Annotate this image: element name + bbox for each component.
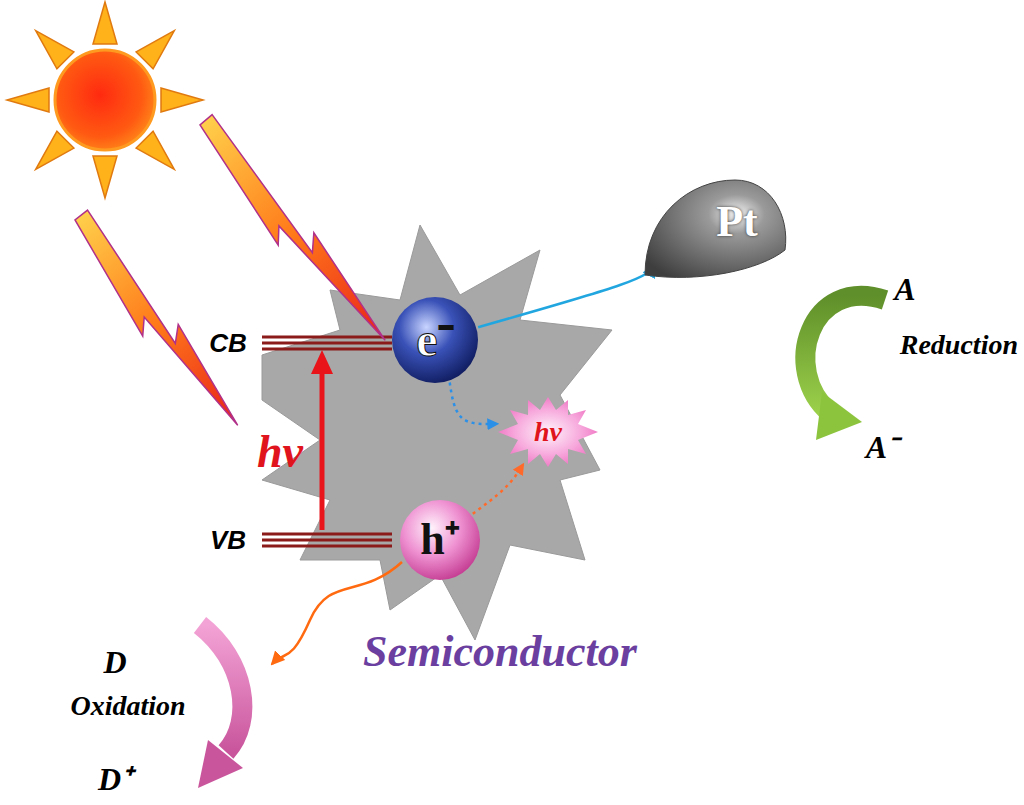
label-holder: hv (257, 427, 303, 478)
label-holder: A⁻ (866, 430, 898, 465)
recombination-arrow (473, 464, 523, 513)
label-holder: CB (209, 329, 247, 358)
label-holder: VB (210, 526, 246, 555)
pt-cocatalyst: Pt (640, 175, 790, 285)
node-label: h⁺ (420, 516, 459, 564)
electron: e⁻ (392, 297, 478, 383)
reduction-arrow (805, 296, 885, 440)
band-label: VB (210, 526, 246, 555)
process-label: Reduction (900, 330, 1018, 361)
photon-label: hv (257, 427, 303, 478)
hole: h⁺ (400, 500, 480, 580)
recombination-arrow (450, 383, 498, 425)
electron-transfer-arrow (478, 265, 654, 327)
light-bolt (60, 115, 397, 438)
excitation-burst (262, 225, 612, 640)
species-label: D (103, 645, 126, 680)
node-label: e⁻ (416, 314, 453, 367)
node-label: hv (534, 417, 562, 448)
node-label: Pt (716, 198, 758, 246)
oxidation-arrow (198, 625, 243, 788)
sun (7, 2, 203, 198)
band-label: CB (209, 329, 247, 358)
label-holder: A (894, 272, 915, 307)
species-label: A⁻ (866, 430, 898, 465)
pt-cocatalyst-shape (640, 175, 790, 285)
node-label: Semiconductor (363, 628, 637, 676)
label-holder: Reduction (900, 330, 1018, 361)
recombination-burst: hv (498, 397, 598, 467)
label-holder: Oxidation (70, 691, 185, 722)
label-holder: D (103, 645, 126, 680)
excitation-arrow (311, 350, 333, 530)
species-label: A (894, 272, 915, 307)
species-label: D⁺ (98, 762, 132, 797)
process-label: Oxidation (70, 691, 185, 722)
label-holder: D⁺ (98, 762, 132, 797)
